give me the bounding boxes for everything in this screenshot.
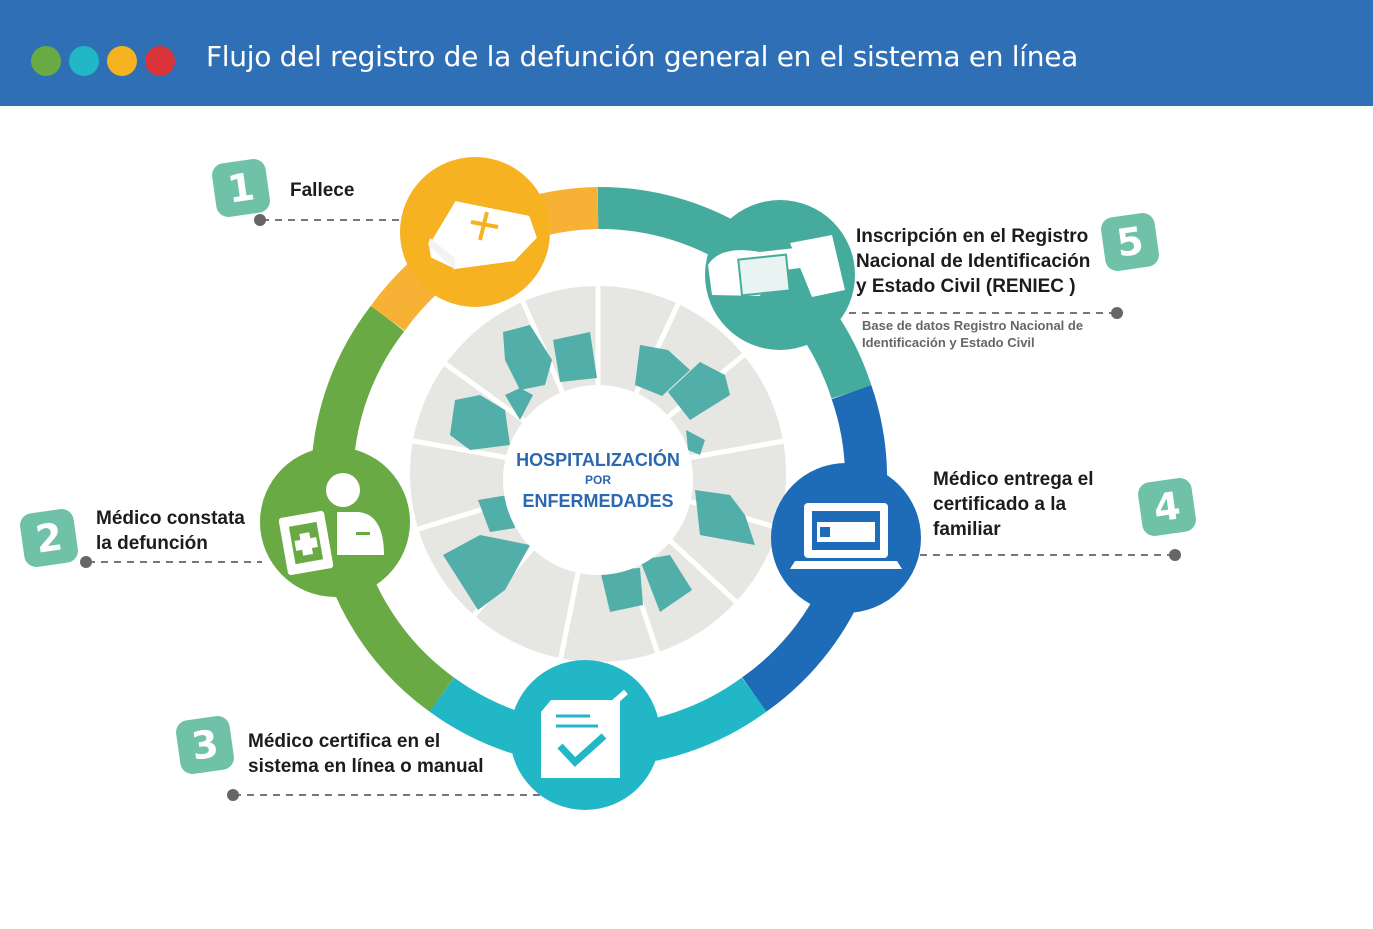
step-2-label: Médico constata la defunción xyxy=(96,508,245,554)
face-mask-icon xyxy=(31,46,61,76)
step-4-label: Médico entrega el certificado a la famil… xyxy=(933,469,1094,540)
checklist-document-icon xyxy=(541,689,628,778)
step-5-circle xyxy=(705,200,855,350)
laptop-icon xyxy=(790,503,902,569)
step-5-label: Inscripción en el Registro Nacional de I… xyxy=(856,226,1091,297)
step-4-badge: 4 xyxy=(1136,476,1198,538)
step-3-badge: 3 xyxy=(174,714,236,776)
handover-document-icon xyxy=(708,235,845,297)
connector-lines xyxy=(88,219,1174,796)
bandage-icon xyxy=(107,46,137,76)
step-2-circle xyxy=(260,447,410,597)
page-title: Flujo del registro de la defunción gener… xyxy=(206,40,1078,73)
step-1-badge: 1 xyxy=(210,157,272,219)
step-2-badge: 2 xyxy=(18,507,80,569)
doctor-clipboard-icon xyxy=(278,473,384,576)
step-3-circle xyxy=(510,660,660,810)
center-title-line2: POR xyxy=(584,473,611,487)
center-title-line3: ENFERMEDADES xyxy=(522,491,674,511)
baby-feet-icon xyxy=(145,46,175,76)
coffin-icon xyxy=(426,198,540,272)
step-5-sublabel: Base de datos Registro Nacional de Ident… xyxy=(862,318,1084,350)
step-1-circle xyxy=(400,157,550,307)
header-bar: Flujo del registro de la defunción gener… xyxy=(0,0,1373,106)
step-4-circle xyxy=(771,463,921,613)
connector-dots xyxy=(80,214,1181,801)
step-1-label: Fallece xyxy=(290,180,355,201)
step-5-badge: 5 xyxy=(1099,211,1161,273)
center-title-line1: HOSPITALIZACIÓN xyxy=(516,450,680,470)
step-3-label: Médico certifica en el sistema en línea … xyxy=(248,731,484,777)
peru-departments-map xyxy=(407,282,791,663)
clipboard-icon xyxy=(69,46,99,76)
